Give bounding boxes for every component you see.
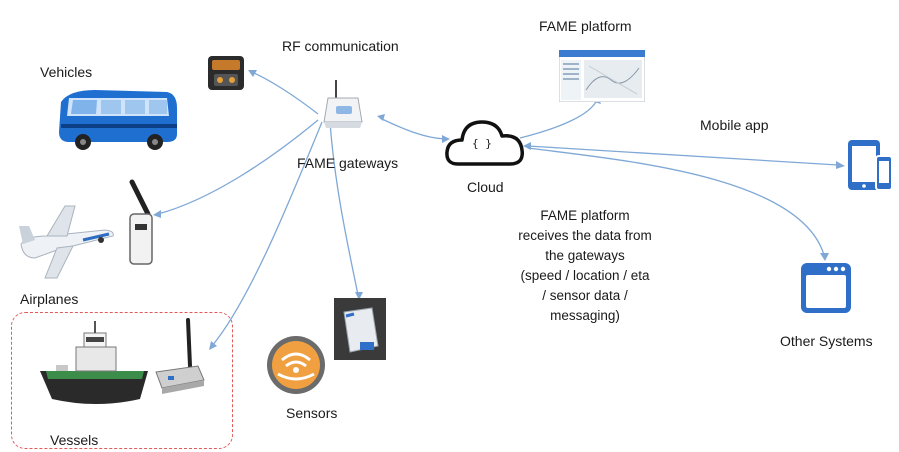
wireless-sensor-icon	[267, 336, 325, 394]
arrowhead-gateway-in	[377, 114, 385, 121]
marine-gateway-icon	[155, 318, 205, 394]
cloud-icon	[445, 120, 524, 166]
description-line: (speed / location / eta	[520, 268, 650, 283]
vehicle-tracker-icon	[208, 56, 244, 90]
arrowhead-vessel-tracker	[209, 341, 217, 350]
link-gateway-vehicle-tracker	[251, 71, 319, 115]
application-window-icon	[801, 263, 851, 313]
platform-description: FAME platform receives the data from the…	[505, 206, 665, 326]
description-line: the gateways	[545, 248, 625, 263]
platform-screenshot-icon	[559, 50, 645, 102]
link-gateway-vessel-tracker	[211, 121, 323, 347]
vessels-group-box	[11, 312, 233, 449]
description-line: / sensor data /	[542, 288, 628, 303]
gateway-router-icon	[323, 80, 363, 128]
vessels-label: Vessels	[50, 432, 99, 448]
tugboat-icon	[40, 321, 148, 404]
bus-icon	[59, 90, 177, 150]
fame-gateways-label: FAME gateways	[297, 155, 399, 171]
arrowhead-other-systems	[820, 253, 829, 261]
rf-communication-label: RF communication	[282, 38, 399, 54]
arrowhead-cloud-in	[442, 135, 450, 143]
cloud-label: Cloud	[467, 179, 504, 195]
tablet-phone-icon	[848, 140, 893, 191]
link-gateway-sensors	[329, 121, 359, 296]
fame-platform-label: FAME platform	[539, 18, 632, 34]
airplane-icon	[19, 205, 114, 279]
vehicles-label: Vehicles	[40, 64, 93, 80]
link-cloud-other-systems	[527, 147, 825, 256]
airplanes-label: Airplanes	[20, 291, 79, 307]
arrowhead-vehicle-tracker	[248, 70, 257, 77]
sensors-label: Sensors	[286, 405, 338, 421]
mobile-app-label: Mobile app	[700, 117, 769, 133]
antenna-device-icon	[129, 179, 153, 265]
description-line: receives the data from	[518, 228, 652, 243]
other-systems-label: Other Systems	[780, 333, 873, 349]
description-line: messaging)	[550, 308, 620, 323]
arrowhead-airplane-tracker	[153, 210, 161, 218]
cloud-symbol: { }	[472, 137, 492, 150]
link-cloud-mobile	[527, 145, 839, 166]
link-cloud-platform	[519, 99, 598, 139]
link-gateway-airplane-tracker	[157, 119, 319, 215]
link-gateway-cloud	[379, 117, 446, 140]
arrowhead-sensors	[355, 292, 363, 300]
arrowhead-mobile	[836, 161, 845, 169]
sensor-device-icon	[334, 298, 386, 360]
description-line: FAME platform	[540, 208, 630, 223]
